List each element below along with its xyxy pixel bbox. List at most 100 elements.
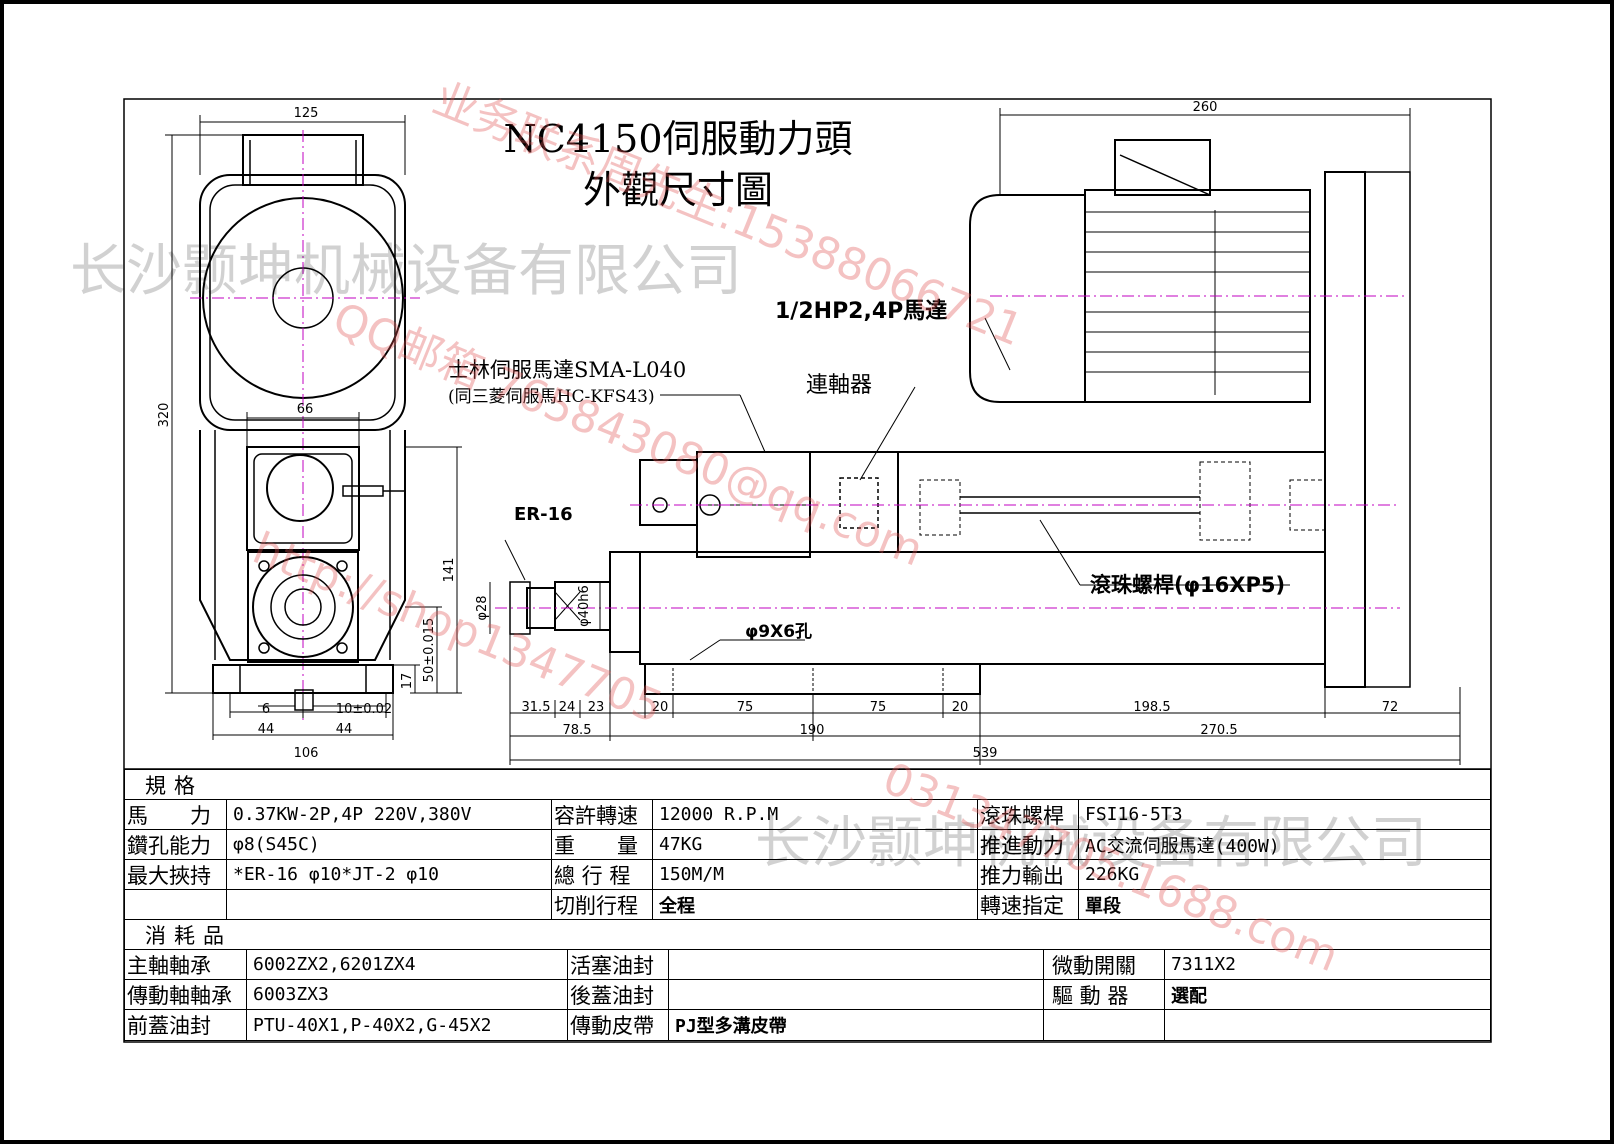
title-line1: NC4150伺服動力頭 (503, 117, 852, 161)
coupling-housing (809, 451, 899, 553)
quill (609, 551, 641, 653)
consumable-value: 6003ZX3 (246, 980, 567, 1009)
dim-44a: 44 (258, 722, 275, 737)
consumables-section-header: 消耗品 (125, 920, 1490, 950)
spec-value: 226KG (1078, 860, 1492, 889)
servo-rear (639, 459, 698, 526)
terminal-box (1114, 139, 1211, 196)
servo-alt-callout: (同三菱伺服馬HC-KFS43) (448, 387, 655, 407)
spec-label: 重 量 (551, 830, 652, 859)
servo-callout: 士林伺服馬達SMA-L040 (448, 358, 686, 382)
consumable-value: 6002ZX2,6201ZX4 (246, 950, 567, 979)
consumable-value (668, 950, 1043, 979)
motor-callout: 1/2HP2,4P馬達 (775, 298, 947, 324)
consumable-row: 主軸軸承 6002ZX2,6201ZX4 活塞油封 微動開關 7311X2 (125, 950, 1490, 980)
dim-66: 66 (297, 402, 314, 417)
consumables-section-title: 消耗品 (145, 923, 232, 948)
spec-value: 150M/M (652, 860, 977, 889)
dim-phi40: φ40h6 (577, 585, 592, 627)
consumable-value (668, 980, 1043, 1009)
dim-20b: 20 (952, 700, 969, 715)
dim-31-5: 31.5 (522, 700, 551, 715)
dim-20a: 20 (652, 700, 669, 715)
side-dim-lines (489, 108, 1461, 765)
dim-125: 125 (294, 106, 319, 121)
consumable-value (1164, 1010, 1492, 1040)
spindle-flange (247, 551, 359, 663)
spec-value: *ER-16 φ10*JT-2 φ10 (226, 860, 551, 889)
dim-260: 260 (1193, 100, 1218, 115)
ballscrew-callout: 滾珠螺桿(φ16XP5) (1090, 573, 1285, 597)
spec-label: 總 行 程 (551, 860, 652, 889)
consumable-label: 主軸軸承 (127, 953, 211, 978)
motor-fins (1085, 211, 1310, 373)
spec-row: 馬 力 0.37KW-2P,4P 220V,380V 容許轉速 12000 R.… (125, 800, 1490, 830)
spec-label: 馬 力 (127, 803, 211, 828)
spec-value: 0.37KW-2P,4P 220V,380V (226, 800, 551, 829)
consumable-label: 活塞油封 (567, 950, 668, 979)
spec-value: φ8(S45C) (226, 830, 551, 859)
spec-value (226, 890, 551, 919)
ballscrew-shaft (960, 496, 1200, 514)
spec-label: 容許轉速 (551, 800, 652, 829)
dim-320: 320 (157, 403, 172, 428)
dim-198-5: 198.5 (1133, 700, 1170, 715)
dim-50: 50±0.015 (422, 618, 437, 683)
consumable-label (1043, 1010, 1164, 1040)
inner-border (123, 98, 1492, 1043)
dim-75a: 75 (737, 700, 754, 715)
spec-label: 推進動力 (977, 830, 1078, 859)
spec-section-header: 規格 (125, 770, 1490, 800)
body-outline (199, 430, 406, 661)
spec-value: FSI16-5T3 (1078, 800, 1492, 829)
consumable-row: 前蓋油封 PTU-40X1,P-40X2,G-45X2 傳動皮帶 PJ型多溝皮帶 (125, 1010, 1490, 1040)
dim-190: 190 (800, 723, 825, 738)
dim-24: 24 (559, 700, 576, 715)
consumable-label: 驅 動 器 (1043, 980, 1164, 1009)
spec-label: 推力輸出 (977, 860, 1078, 889)
spec-label: 最大挾持 (127, 863, 211, 888)
dim-141: 141 (442, 558, 457, 583)
bottom-dimension-labels: 31.5 24 23 20 75 75 20 198.5 72 78.5 190… (522, 700, 1399, 761)
spec-row: 鑽孔能力 φ8(S45C) 重 量 47KG 推進動力 AC交流伺服馬達(400… (125, 830, 1490, 860)
dim-17: 17 (400, 673, 415, 690)
coupling-callout: 連軸器 (806, 373, 872, 398)
dim-phi28: φ28 (475, 595, 490, 620)
consumable-label: 前蓋油封 (127, 1014, 211, 1038)
spec-value: 全程 (652, 890, 977, 919)
spec-value: 單段 (1078, 890, 1492, 919)
end-plate (1324, 171, 1366, 688)
dim-23: 23 (588, 700, 605, 715)
consumable-label: 傳動皮帶 (567, 1010, 668, 1040)
dim-75b: 75 (870, 700, 887, 715)
spec-row: 最大挾持 *ER-16 φ10*JT-2 φ10 總 行 程 150M/M 推力… (125, 860, 1490, 890)
consumable-value: PTU-40X1,P-40X2,G-45X2 (246, 1010, 567, 1040)
motor-fan-cover (969, 194, 1086, 403)
spec-label (125, 890, 226, 919)
consumable-label: 傳動軸軸承 (127, 983, 232, 1008)
dim-6: 6 (262, 702, 270, 717)
spec-value: 12000 R.P.M (652, 800, 977, 829)
spec-label: 轉速指定 (977, 890, 1078, 919)
dim-78-5: 78.5 (563, 723, 592, 738)
spec-table: 規格 馬 力 0.37KW-2P,4P 220V,380V 容許轉速 12000… (124, 769, 1491, 1041)
spec-section-title: 規格 (145, 773, 203, 798)
dim-10: 10±0.02 (336, 702, 392, 717)
spec-value: AC交流伺服馬達(400W) (1078, 830, 1492, 859)
consumable-label: 微動開關 (1043, 950, 1164, 979)
front-dim-lines (165, 115, 462, 740)
collet-callout: ER-16 (514, 504, 573, 525)
dim-72: 72 (1382, 700, 1399, 715)
consumable-value: PJ型多溝皮帶 (668, 1010, 1043, 1040)
spec-row: 切削行程 全程 轉速指定 單段 (125, 890, 1490, 920)
spec-value: 47KG (652, 830, 977, 859)
dim-539: 539 (973, 746, 998, 761)
ballscrew-housing (897, 451, 1326, 553)
spec-label: 切削行程 (551, 890, 652, 919)
holes-callout: φ9X6孔 (745, 622, 812, 642)
side-view (509, 139, 1411, 695)
title-line2: 外觀尺寸圖 (583, 168, 773, 212)
consumable-label: 後蓋油封 (567, 980, 668, 1009)
